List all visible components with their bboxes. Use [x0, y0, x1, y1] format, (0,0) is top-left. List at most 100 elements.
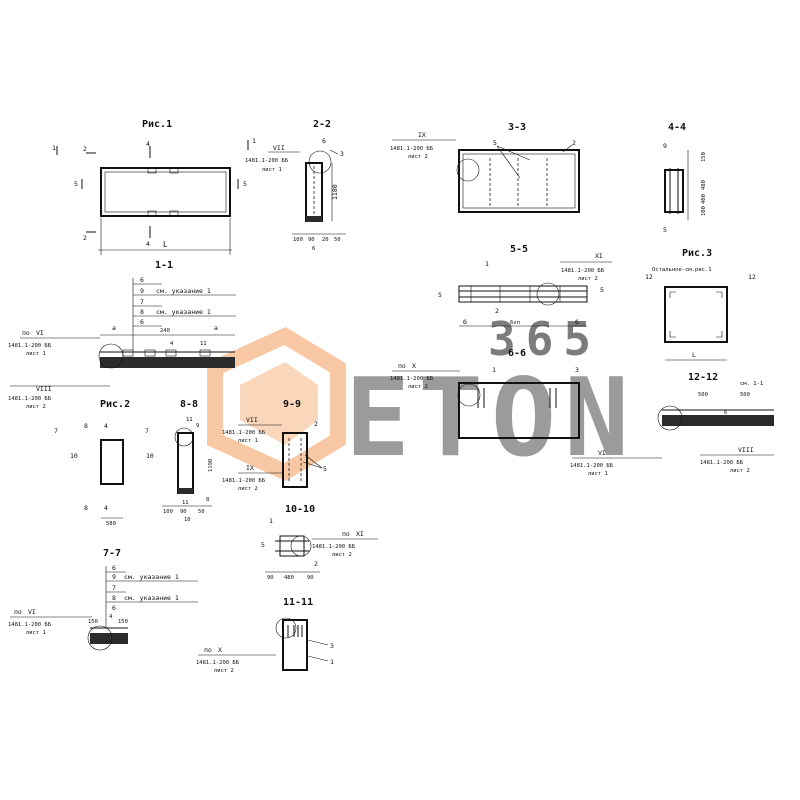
section-12-12-title: 12-12: [688, 372, 718, 383]
cut-mark: 10: [70, 452, 78, 460]
section-10-10: 10-10 1 5 2 по XI 1481.1-200 ББ лист 2 9…: [261, 504, 378, 581]
callout-po: по: [342, 530, 350, 538]
callout-label: X: [412, 362, 416, 370]
dim-vertical: 1190: [208, 459, 214, 472]
figure-1-title: Рис.1: [142, 119, 172, 130]
dim-text: 580: [106, 521, 116, 527]
dim-text: 90: [267, 575, 274, 581]
callout-ref: 1481.1-200 ББ: [390, 146, 434, 152]
dim-text: 11: [186, 417, 193, 423]
section-11-11-body: [282, 619, 308, 671]
callout-sheet: лист 2: [26, 404, 46, 410]
callout-label: IX: [246, 464, 254, 472]
position-mark: 6: [140, 276, 144, 284]
section-3-3-body: [458, 149, 580, 213]
callout-circle-vii-2: [174, 427, 194, 447]
dim-vertical: 400: [701, 194, 707, 204]
section-12-12-slab: [662, 415, 774, 426]
section-1-1-title: 1-1: [155, 260, 173, 271]
dim-text: 100: [293, 237, 303, 243]
dim-L: L: [692, 351, 696, 359]
section-5-5: 5-5 1 5 5 2 XI 1481.1-200 ББ лист 2 б б …: [438, 244, 612, 327]
dim-text: 500: [698, 392, 708, 398]
callout-circle-vi-3: [87, 625, 113, 651]
position-mark: 3: [575, 366, 579, 374]
callout-sheet: лист 2: [408, 384, 428, 390]
cut-mark: 5: [243, 180, 247, 188]
position-mark: 9: [196, 423, 199, 429]
section-4-4-title: 4-4: [668, 122, 686, 133]
section-11-11-title: 11-11: [283, 597, 313, 608]
cut-mark: 1: [52, 144, 56, 152]
watermark-logo-fill: [240, 362, 318, 445]
section-3-3: 3-3 IX 1481.1-200 ББ лист 2 5 2: [390, 122, 580, 213]
cut-mark: 4: [146, 240, 150, 248]
position-mark: 6: [140, 318, 144, 326]
section-7-7-slab: [90, 633, 128, 644]
callout-po: по: [22, 329, 30, 337]
position-mark: 6: [322, 137, 326, 145]
dim-text: 50: [334, 237, 341, 243]
position-mark: 9: [663, 142, 667, 150]
callout-sheet: лист 1: [588, 471, 608, 477]
section-5-5-title: 5-5: [510, 244, 528, 255]
section-9-9-body: [282, 432, 308, 488]
position-mark: 11: [200, 341, 207, 347]
position-mark: 1: [485, 260, 489, 268]
cut-mark: 1: [252, 137, 256, 145]
callout-sheet: лист 1: [26, 630, 46, 636]
callout-label: VI: [36, 329, 44, 337]
callout-po: по: [14, 608, 22, 616]
position-mark: 1: [492, 366, 496, 374]
figure-2-outline: [100, 439, 124, 485]
dim-text: 150: [88, 619, 98, 625]
figure-3-outline: [664, 286, 728, 343]
position-mark: 5: [438, 291, 442, 299]
callout-sheet: лист 2: [730, 468, 750, 474]
dim-vertical: 150: [701, 152, 707, 162]
dim-vertical: 480: [701, 180, 707, 190]
section-6-6: 6-6 по X 1481.1-200 ББ лист 2 1 3: [390, 348, 580, 439]
section-8-8: 8-8 VII 1481.1-200 ББ лист 1 IX 1481.1-2…: [162, 399, 282, 523]
callout-sheet: лист 1: [26, 351, 46, 357]
position-mark: 8: [206, 497, 209, 503]
cut-mark: 12: [748, 273, 756, 281]
figure-2-title: Рис.2: [100, 399, 130, 410]
section-7-7: 7-7 6 9 см. указание 1 7 8 см. указание …: [8, 548, 198, 651]
dim-text: 11: [182, 500, 189, 506]
cut-mark: 5: [74, 180, 78, 188]
section-2-2-title: 2-2: [313, 119, 331, 130]
figure-3-note: Остальное-см.рис.1: [652, 267, 712, 273]
callout-circle-ix: [456, 158, 480, 182]
figure-3-title: Рис.3: [682, 248, 712, 259]
callout-sheet: лист 1: [238, 438, 258, 444]
dim-text: 10: [184, 517, 191, 523]
dim-text: 100: [163, 509, 173, 515]
callout-ref: 1481.1-200 ББ: [222, 478, 266, 484]
callout-label: VI: [28, 608, 36, 616]
cut-mark: 2: [83, 145, 87, 153]
dim-text: 150: [118, 619, 128, 625]
dim-vertical: 100: [701, 206, 707, 216]
note-ref: см. указание 1: [156, 308, 211, 316]
position-mark: 1: [330, 658, 334, 666]
position-mark: 2: [314, 560, 318, 568]
dim-text: 90: [180, 509, 187, 515]
callout-circle-xi: [536, 282, 560, 306]
figure-1: Рис.1 1 2 4 4 5 5 2 1 L: [52, 119, 256, 255]
callout-sheet: лист 2: [332, 552, 352, 558]
dim-text: 4: [170, 341, 174, 347]
section-1-1-slab: [100, 357, 235, 368]
callout-ref: 1481.1-200 ББ: [390, 376, 434, 382]
callout-ref: 1481.1-200 ББ: [312, 544, 356, 550]
position-mark: 5: [600, 286, 604, 294]
callout-ref: 1481.1-200 ББ: [700, 460, 744, 466]
callout-label: X: [218, 646, 222, 654]
fig1-plan-inner: [104, 171, 227, 213]
position-mark: 8: [140, 308, 144, 316]
dim-text: 6: [312, 246, 315, 252]
callout-sheet: лист 2: [578, 276, 598, 282]
section-6-6-title: 6-6: [508, 348, 526, 359]
section-1-1: 1-1 6 9 см. указание 1 7 8 см. указание …: [8, 260, 236, 410]
callout-ref: 1481.1-200 ББ: [8, 396, 52, 402]
